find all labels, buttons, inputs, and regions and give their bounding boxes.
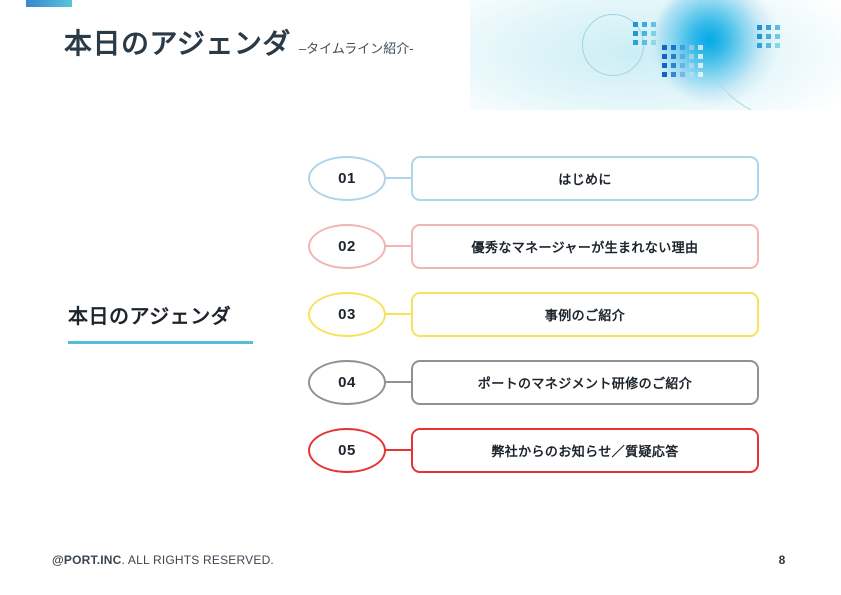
agenda-connector [382, 313, 414, 315]
agenda-number: 01 [338, 170, 356, 187]
dot-icon [698, 45, 703, 50]
dot-grid-center-icon [662, 45, 707, 81]
decorative-wash [470, 0, 841, 110]
agenda-item-label: 弊社からのお知らせ／質疑応答 [491, 444, 679, 459]
agenda-row[interactable]: 02 優秀なマネージャーが生まれない理由 [306, 223, 761, 291]
dot-icon [680, 45, 685, 50]
footer-rights: . ALL RIGHTS RESERVED. [121, 553, 274, 567]
dot-icon [671, 45, 676, 50]
agenda-number: 04 [338, 374, 356, 391]
page-number: 8 [778, 553, 786, 567]
dot-icon [689, 72, 694, 77]
dot-icon [775, 43, 780, 48]
dot-icon [689, 54, 694, 59]
dot-icon [775, 25, 780, 30]
dot-icon [689, 63, 694, 68]
agenda-item-box[interactable]: 優秀なマネージャーが生まれない理由 [411, 224, 759, 269]
agenda-number-ellipse[interactable]: 05 [308, 428, 386, 473]
agenda-number-ellipse[interactable]: 03 [308, 292, 386, 337]
slide-header: 本日のアジェンダ –タイムライン紹介- [64, 22, 414, 62]
agenda-connector [382, 177, 414, 179]
dot-grid-left-icon [633, 22, 660, 49]
dot-icon [766, 34, 771, 39]
page-title: 本日のアジェンダ [64, 28, 291, 59]
dot-grid-right-icon [757, 25, 784, 52]
dot-icon [689, 45, 694, 50]
dot-icon [662, 63, 667, 68]
dot-icon [651, 31, 656, 36]
decorative-circle-small-icon [582, 14, 644, 76]
dot-icon [757, 25, 762, 30]
agenda-connector [382, 245, 414, 247]
agenda-list: 01 はじめに 02 優秀なマネージャーが生まれない理由 03 事例のご紹介 04 ポートのマ… [306, 155, 761, 495]
agenda-item-box[interactable]: 弊社からのお知らせ／質疑応答 [411, 428, 759, 473]
dot-icon [642, 40, 647, 45]
accent-bar [26, 0, 72, 7]
agenda-item-box[interactable]: 事例のご紹介 [411, 292, 759, 337]
footer-company: @PORT.INC [52, 553, 122, 567]
dot-icon [698, 72, 703, 77]
dot-icon [680, 54, 685, 59]
dot-icon [662, 54, 667, 59]
agenda-number: 05 [338, 442, 356, 459]
dot-icon [633, 40, 638, 45]
agenda-number: 02 [338, 238, 356, 255]
dot-icon [662, 45, 667, 50]
dot-icon [662, 72, 667, 77]
dot-icon [757, 43, 762, 48]
dot-icon [633, 22, 638, 27]
section-label: 本日のアジェンダ [68, 300, 278, 344]
decorative-circle-large-icon [698, 0, 841, 110]
dot-icon [698, 63, 703, 68]
section-underline [68, 341, 253, 344]
decorative-gradient-blob [655, 0, 775, 102]
dot-icon [680, 72, 685, 77]
agenda-item-label: 優秀なマネージャーが生まれない理由 [471, 240, 699, 255]
dot-icon [766, 25, 771, 30]
agenda-number-ellipse[interactable]: 04 [308, 360, 386, 405]
agenda-item-box[interactable]: ポートのマネジメント研修のご紹介 [411, 360, 759, 405]
agenda-row[interactable]: 03 事例のご紹介 [306, 291, 761, 359]
agenda-row[interactable]: 05 弊社からのお知らせ／質疑応答 [306, 427, 761, 495]
dot-icon [766, 43, 771, 48]
agenda-item-label: はじめに [558, 172, 612, 187]
agenda-connector [382, 449, 414, 451]
dot-icon [757, 34, 762, 39]
dot-icon [633, 31, 638, 36]
section-label-text: 本日のアジェンダ [68, 306, 232, 328]
agenda-number: 03 [338, 306, 356, 323]
dot-icon [651, 40, 656, 45]
dot-icon [698, 54, 703, 59]
dot-icon [651, 22, 656, 27]
dot-icon [671, 72, 676, 77]
agenda-connector [382, 381, 414, 383]
footer-copyright: @PORT.INC. ALL RIGHTS RESERVED. [52, 553, 274, 567]
dot-icon [671, 54, 676, 59]
agenda-item-box[interactable]: はじめに [411, 156, 759, 201]
page-subtitle: –タイムライン紹介- [298, 41, 414, 56]
dot-icon [642, 31, 647, 36]
agenda-number-ellipse[interactable]: 01 [308, 156, 386, 201]
agenda-row[interactable]: 01 はじめに [306, 155, 761, 223]
agenda-row[interactable]: 04 ポートのマネジメント研修のご紹介 [306, 359, 761, 427]
dot-icon [642, 22, 647, 27]
dot-icon [680, 63, 685, 68]
agenda-item-label: ポートのマネジメント研修のご紹介 [477, 376, 693, 391]
dot-icon [671, 63, 676, 68]
agenda-item-label: 事例のご紹介 [544, 308, 626, 323]
agenda-number-ellipse[interactable]: 02 [308, 224, 386, 269]
dot-icon [775, 34, 780, 39]
